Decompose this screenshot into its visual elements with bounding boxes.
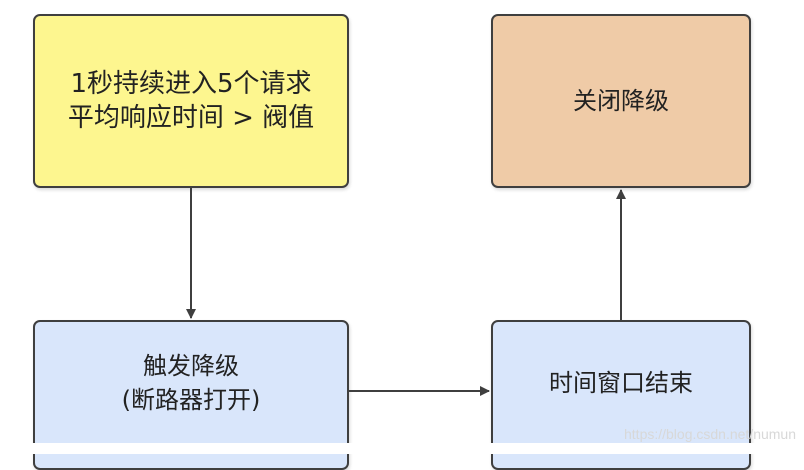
close-degrade-label: 关闭降级 [573, 87, 669, 115]
close-degrade-node: 关闭降级 [491, 14, 751, 188]
trigger-degrade-line2: (断路器打开) [121, 386, 261, 414]
trigger-degrade-line1: 触发降级 [143, 352, 239, 380]
trigger-condition-line1: 1秒持续进入5个请求 [70, 69, 312, 99]
watermark-text: https://blog.csdn.net/numun [624, 426, 796, 442]
flowchart-canvas: 1秒持续进入5个请求 平均响应时间 > 阀值 关闭降级 触发降级 (断路器打开)… [0, 14, 804, 470]
trigger-condition-node: 1秒持续进入5个请求 平均响应时间 > 阀值 [33, 14, 349, 188]
trigger-condition-line2: 平均响应时间 > 阀值 [67, 103, 315, 133]
bottom-crop-band [0, 443, 804, 454]
window-end-label: 时间窗口结束 [549, 369, 693, 397]
